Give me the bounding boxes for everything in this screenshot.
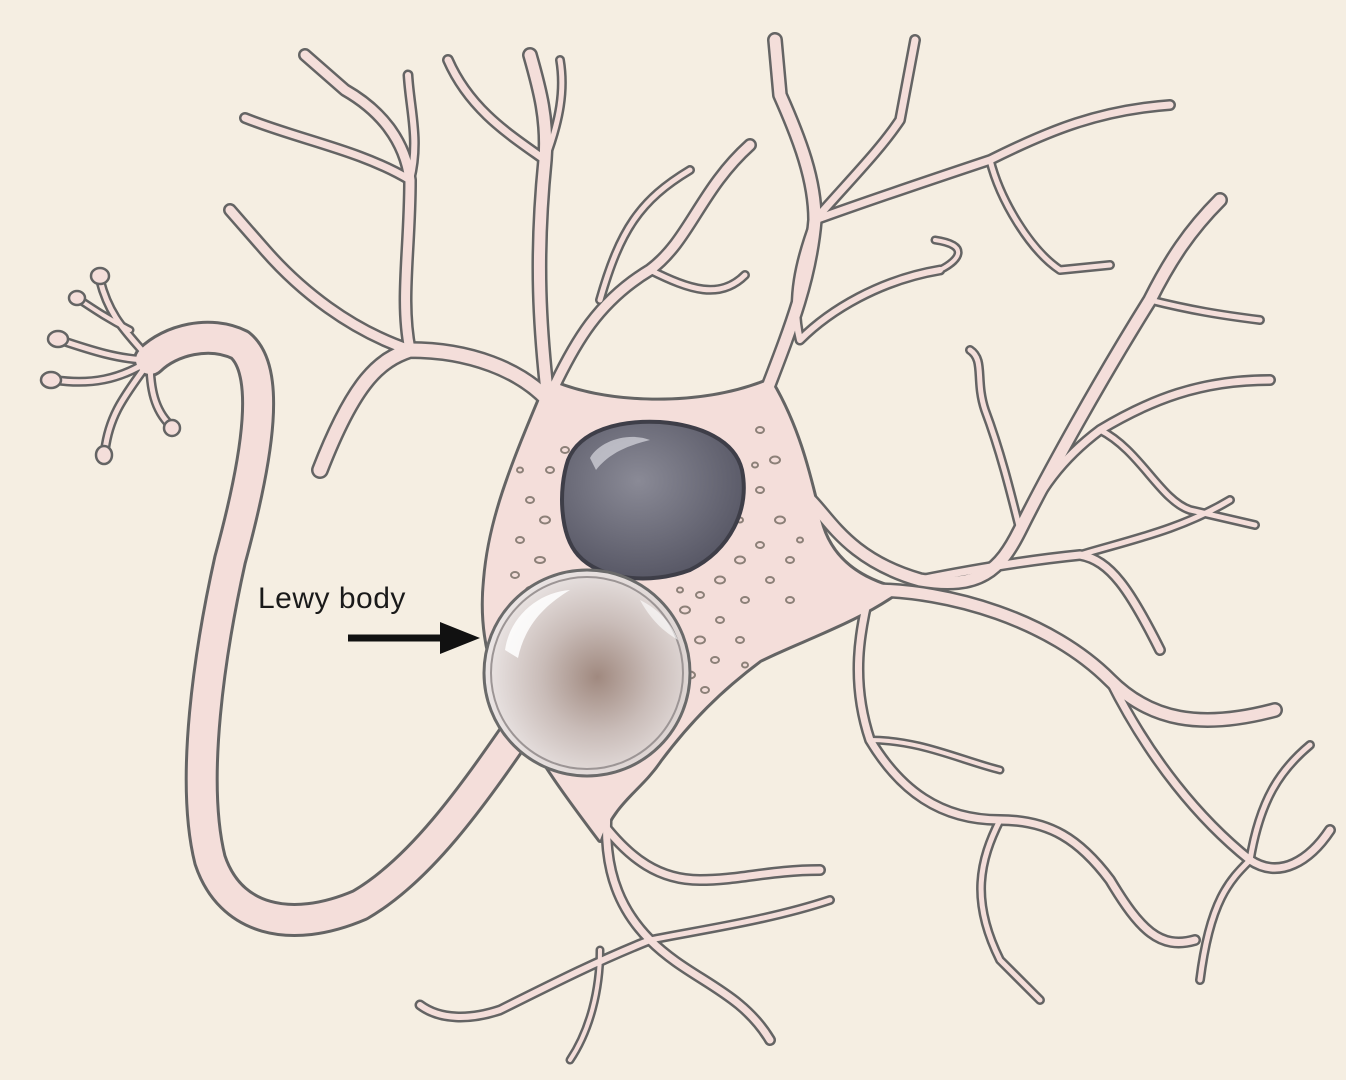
lewy-body (482, 568, 692, 778)
lewy-body-arrow (348, 622, 480, 654)
terminal-bulbs (39, 266, 182, 466)
axon (136, 323, 539, 934)
nucleus (560, 419, 746, 581)
lewy-body-label: Lewy body (258, 582, 406, 615)
